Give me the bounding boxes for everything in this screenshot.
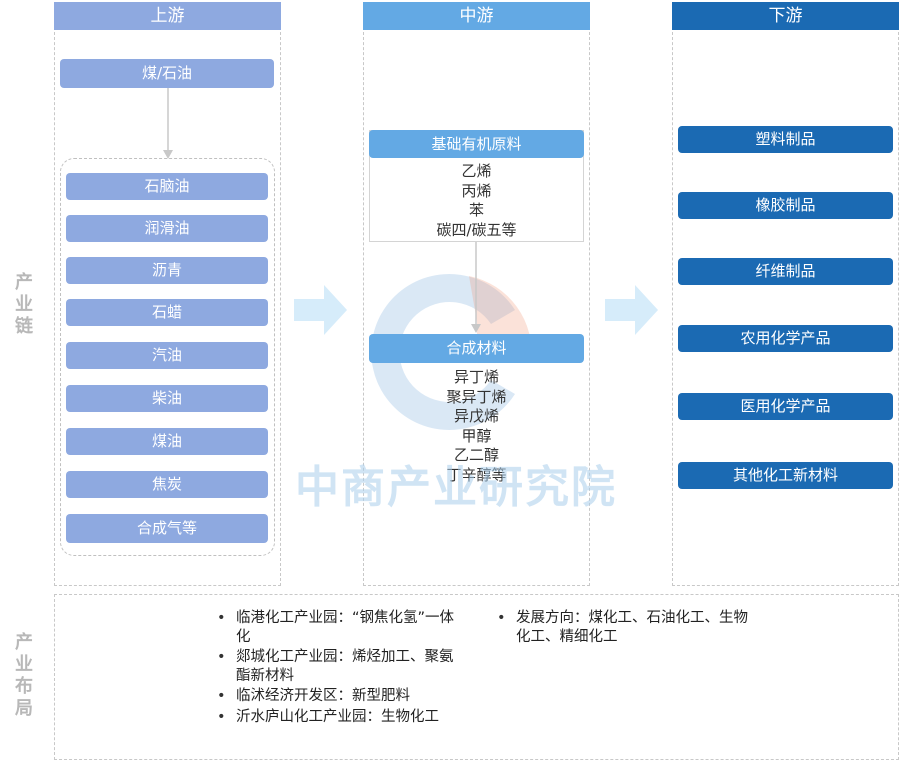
side-label-char: 产	[15, 632, 33, 653]
upstream-connector-arrow	[163, 88, 173, 159]
basic-material-item: 乙烯	[461, 162, 492, 180]
upstream-source-box: 煤/石油	[60, 59, 274, 88]
downstream-product-6: 其他化工新材料	[678, 462, 893, 489]
downstream-product-4: 农用化学产品	[678, 325, 893, 352]
side-label-char: 业	[15, 654, 33, 675]
downstream-product-5: 医用化学产品	[678, 393, 893, 420]
upstream-products-group	[60, 158, 275, 556]
development-direction-list: 发展方向：煤化工、石油化工、生物化工、精细化工	[494, 609, 759, 648]
upstream-product-8: 焦炭	[66, 471, 268, 498]
basic-material-item: 丙烯	[461, 181, 492, 200]
midstream-header: 中游	[363, 2, 590, 30]
industrial-park-item: 临沭经济开发区：新型肥料	[214, 687, 464, 706]
upstream-product-2: 润滑油	[66, 215, 268, 242]
basic-materials-title: 基础有机原料	[369, 130, 584, 158]
synthetic-materials-title: 合成材料	[369, 334, 584, 363]
downstream-header: 下游	[672, 2, 899, 30]
synthetic-material-item: 甲醇	[461, 426, 492, 445]
side-label-char: 局	[15, 698, 33, 719]
synthetic-material-item: 异丁烯	[453, 368, 499, 386]
industrial-park-item: 临港化工产业园：“钢焦化氢”一体化	[214, 609, 464, 646]
flow-arrow-mid-to-down	[605, 285, 658, 335]
upstream-product-7: 煤油	[66, 428, 268, 455]
side-label-industry-chain: 产 业 链	[14, 272, 34, 338]
side-label-char: 布	[15, 676, 33, 697]
development-direction-item: 发展方向：煤化工、石油化工、生物化工、精细化工	[494, 609, 759, 646]
side-label-char: 产	[15, 272, 33, 293]
upstream-product-1: 石脑油	[66, 173, 268, 200]
upstream-product-9: 合成气等	[66, 514, 268, 543]
upstream-product-3: 沥青	[66, 257, 268, 284]
side-label-char: 业	[15, 294, 33, 315]
synthetic-material-item: 异戊烯	[453, 407, 499, 425]
side-label-industry-layout: 产 业 布 局	[14, 632, 34, 720]
synthetic-material-item: 丁辛醇等	[446, 465, 507, 484]
synthetic-materials-list: 异丁烯 聚异丁烯 异戊烯 甲醇 乙二醇 丁辛醇等	[369, 368, 584, 485]
downstream-product-2: 橡胶制品	[678, 192, 893, 219]
industrial-park-item: 郯城化工产业园：烯烃加工、聚氨酯新材料	[214, 648, 464, 685]
downstream-panel	[672, 2, 899, 586]
downstream-product-3: 纤维制品	[678, 258, 893, 285]
synthetic-material-item: 乙二醇	[453, 446, 499, 464]
upstream-product-5: 汽油	[66, 342, 268, 369]
side-label-char: 链	[15, 316, 33, 337]
basic-materials-list: 乙烯 丙烯 苯 碳四/碳五等	[369, 162, 584, 240]
industrial-park-item: 沂水庐山化工产业园：生物化工	[214, 708, 464, 727]
upstream-product-4: 石蜡	[66, 299, 268, 326]
upstream-header: 上游	[54, 2, 281, 30]
basic-material-item: 碳四/碳五等	[436, 220, 517, 239]
industry-layout-panel	[54, 594, 899, 760]
flow-arrow-up-to-mid	[294, 285, 347, 335]
basic-material-item: 苯	[468, 201, 484, 219]
upstream-product-6: 柴油	[66, 385, 268, 412]
industrial-parks-list: 临港化工产业园：“钢焦化氢”一体化 郯城化工产业园：烯烃加工、聚氨酯新材料 临沭…	[214, 609, 464, 728]
downstream-product-1: 塑料制品	[678, 126, 893, 153]
synthetic-material-item: 聚异丁烯	[446, 387, 507, 406]
midstream-connector-arrow	[471, 242, 481, 333]
